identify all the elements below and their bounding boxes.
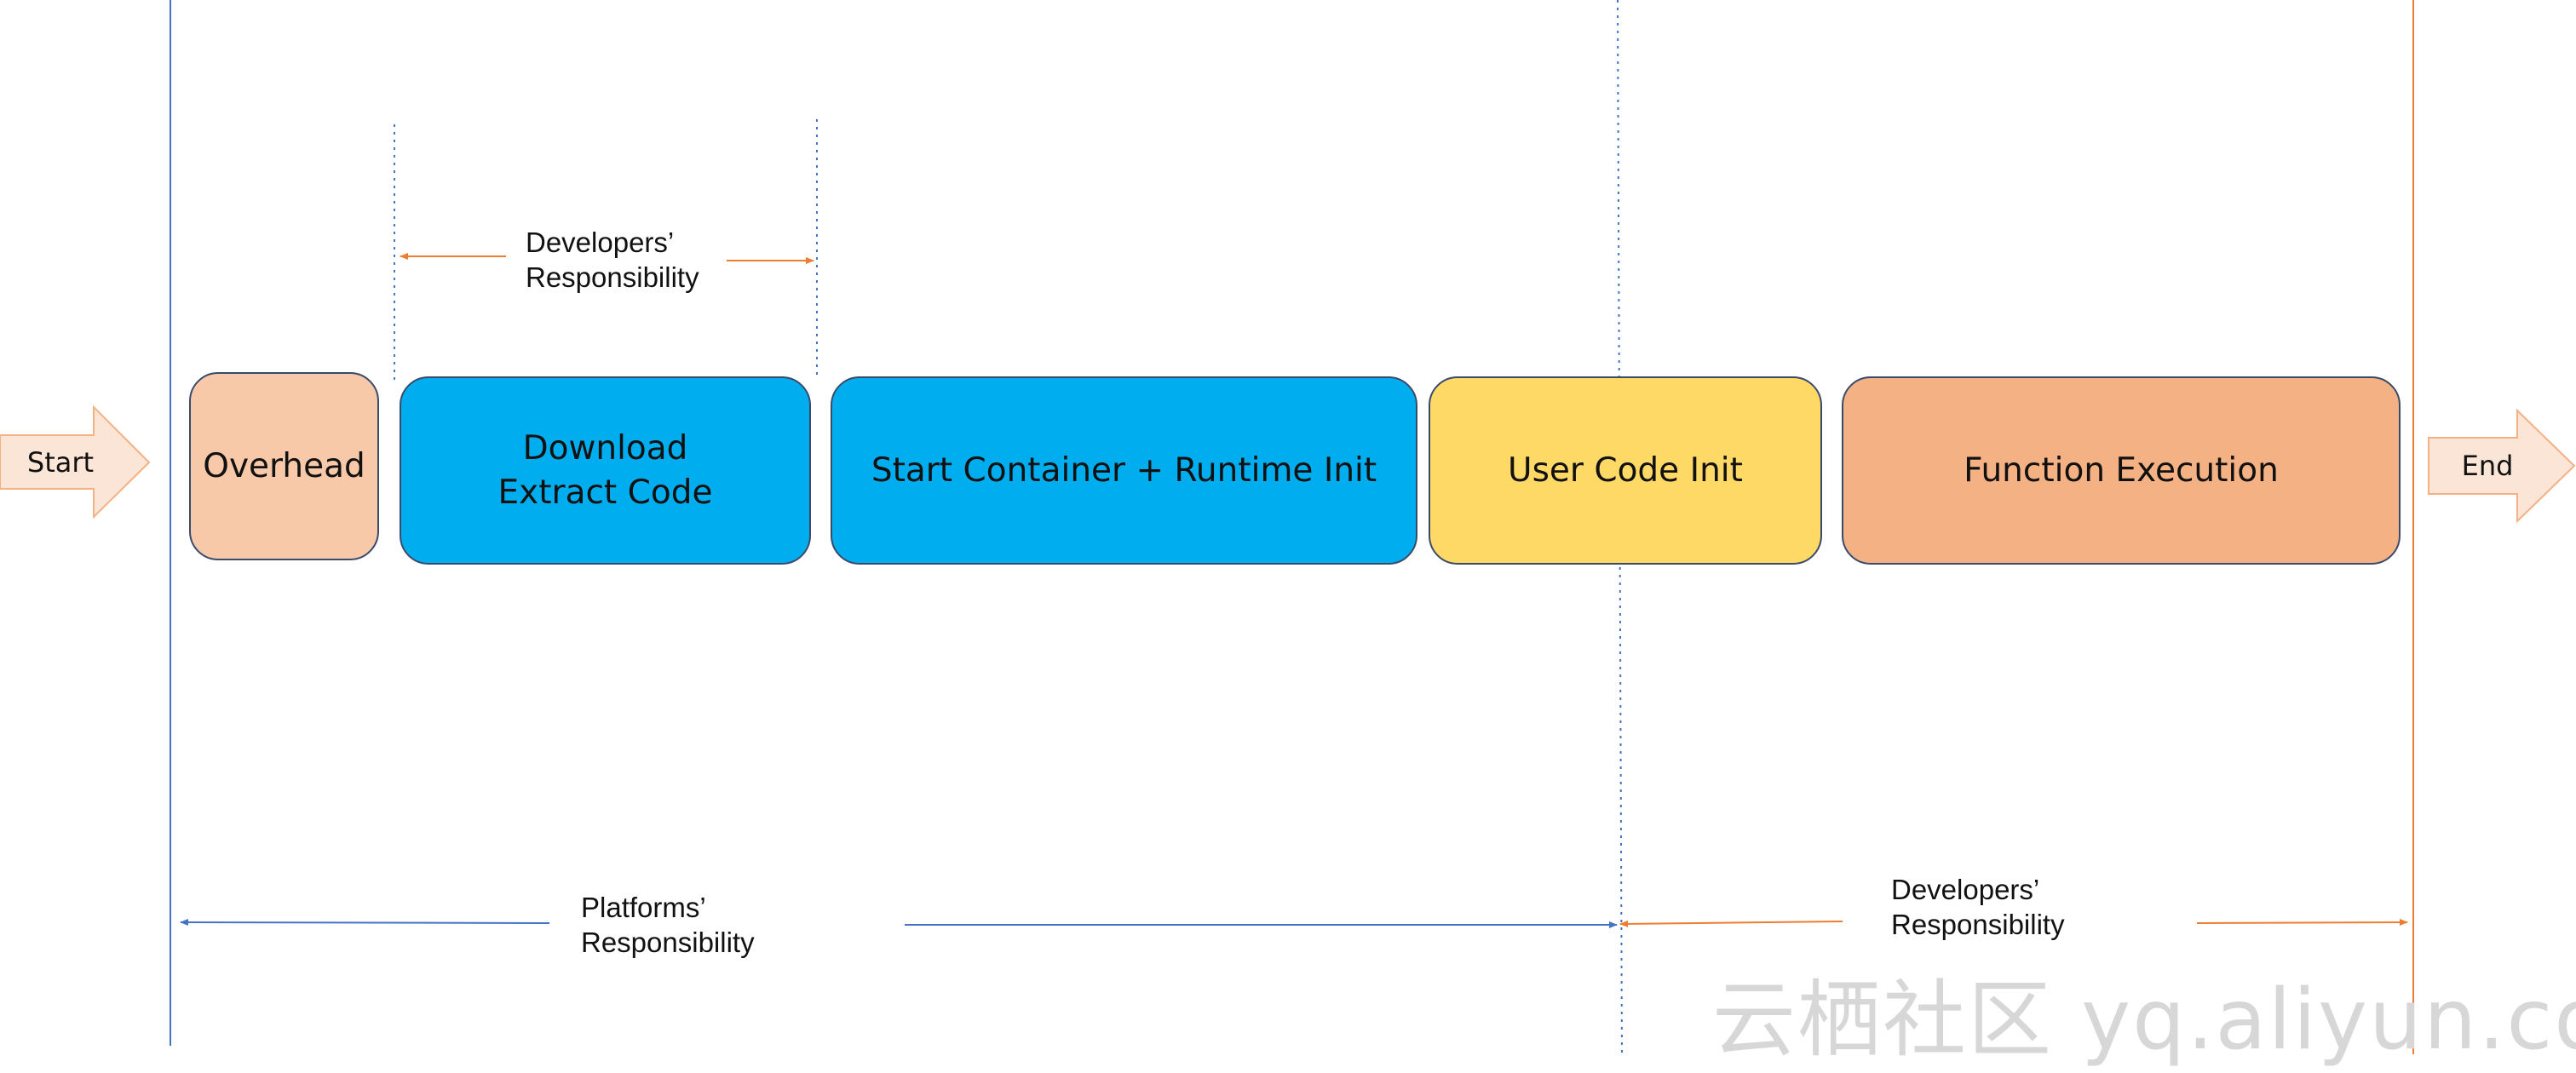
platforms-responsibility-label: Platforms’ Responsibility: [581, 890, 755, 960]
start-arrow-shape: [0, 405, 151, 519]
top-developers-line1: Developers’: [526, 227, 675, 258]
platforms-line1: Platforms’: [581, 892, 706, 923]
function-execution-step: Function Execution: [1842, 376, 2401, 565]
download-step-line2: Extract Code: [497, 473, 713, 512]
start-container-step-label: Start Container + Runtime Init: [871, 450, 1377, 490]
watermark: 云栖社区 yq.aliyun.com: [1712, 972, 2576, 1069]
start-container-step: Start Container + Runtime Init: [831, 376, 1417, 565]
overhead-step-label: Overhead: [203, 446, 365, 485]
top-developers-responsibility-label: Developers’ Responsibility: [526, 225, 699, 295]
user-code-init-step: User Code Init: [1429, 376, 1822, 565]
download-step-line1: Download: [522, 428, 688, 468]
end-arrow-shape: [2428, 408, 2576, 524]
user-code-init-step-label: User Code Init: [1508, 450, 1743, 490]
platform-left-arrow: [180, 919, 550, 927]
developer-left-arrow: [1619, 920, 1843, 927]
bottom-developers-responsibility-label: Developers’ Responsibility: [1891, 872, 2065, 942]
bottom-developers-line1: Developers’: [1891, 874, 2040, 905]
platforms-line2: Responsibility: [581, 927, 755, 958]
download-extract-step: Download Extract Code: [400, 376, 811, 565]
bottom-developers-line2: Responsibility: [1891, 909, 2065, 940]
start-label: Start: [26, 445, 95, 479]
developer-right-arrow: [2196, 919, 2408, 927]
top-developers-line2: Responsibility: [526, 261, 699, 293]
overhead-step: Overhead: [189, 372, 379, 560]
end-label: End: [2461, 450, 2514, 482]
function-execution-step-label: Function Execution: [1964, 450, 2279, 490]
